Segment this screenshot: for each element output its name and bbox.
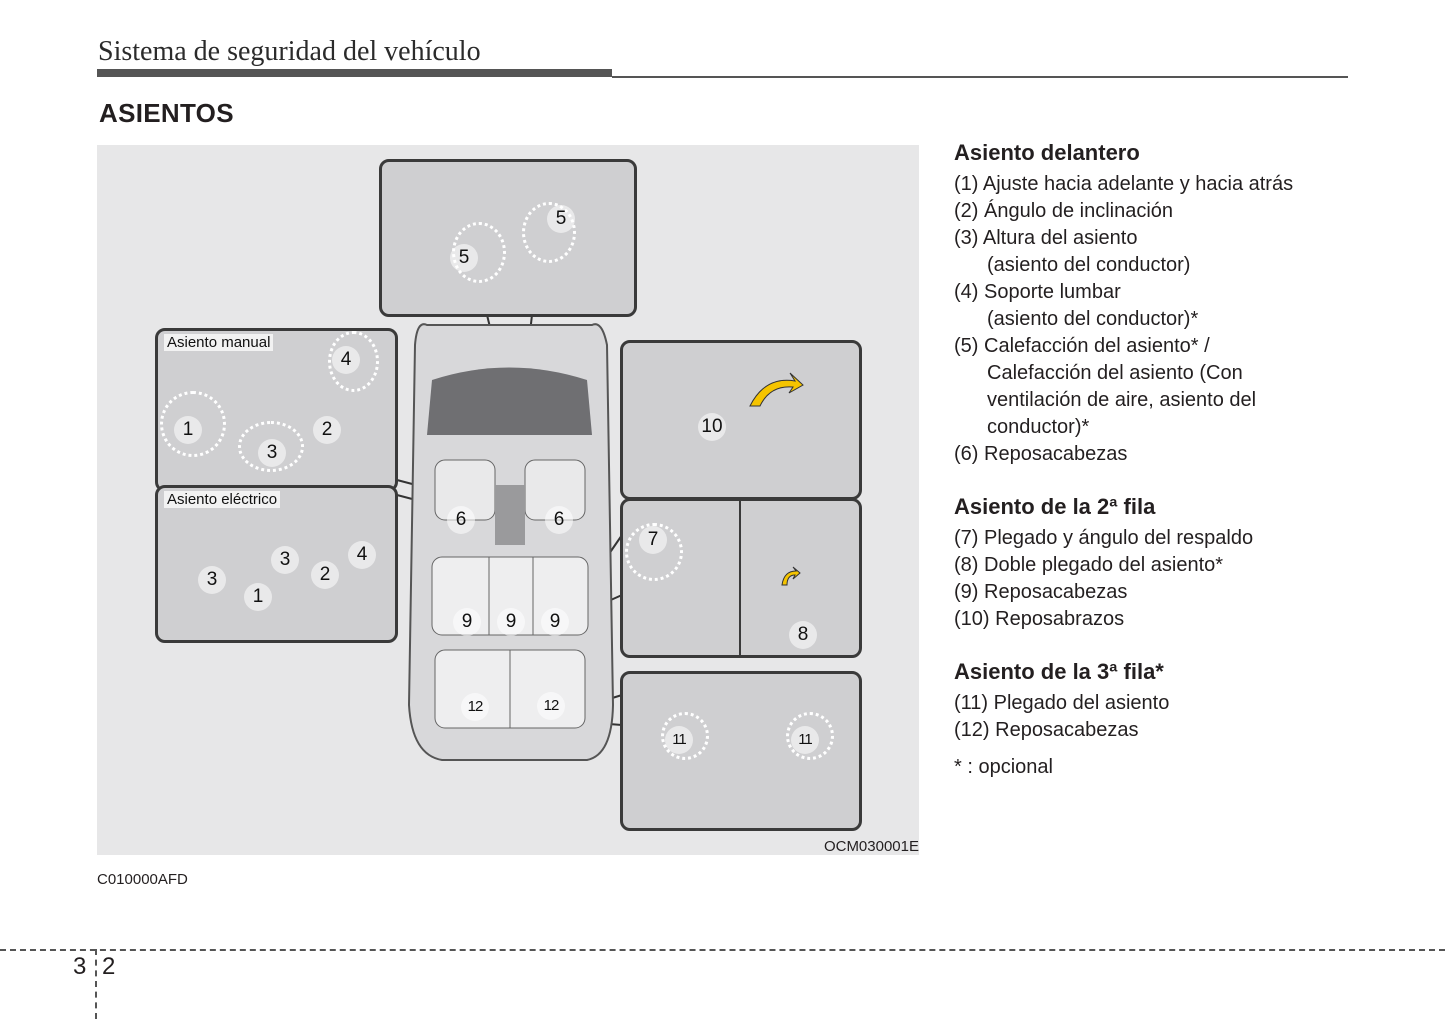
callout-1: 1 [244,583,272,611]
list-item-continuation: (asiento del conductor)* [987,308,1199,330]
third-row-list: (11) Plegado del asiento (12) Reposacabez… [954,691,1334,742]
third-row-title: Asiento de la 3ª fila* [954,659,1164,684]
callout-2: 2 [311,561,339,589]
chapter-title: Sistema de seguridad del vehículo [98,36,481,67]
list-item: (8) Doble plegado del asiento* [954,554,1224,576]
list-item-continuation: Calefacción del asiento (Con [987,362,1243,384]
callout-9: 9 [541,608,569,636]
callout-9: 9 [453,608,481,636]
second-row-list: (7) Plegado y ángulo del respaldo (8) Dob… [954,526,1334,631]
lever-ring [786,712,834,760]
fold-arrow-icon [749,372,804,407]
callout-11: 11 [791,726,819,754]
list-item-continuation: (asiento del conductor) [987,254,1191,276]
heater-switch-ring [522,202,576,263]
power-seat-label: Asiento eléctrico [164,491,281,508]
page-number: 2 [102,953,116,980]
list-item: (11) Plegado del asiento [954,692,1170,714]
callout-3: 3 [271,546,299,574]
callout-6: 6 [447,506,475,534]
callout-6: 6 [545,506,573,534]
figure-code: OCM030001E [823,838,919,855]
adjuster-ring [328,331,379,392]
callout-4: 4 [332,346,360,374]
list-item: (6) Reposacabezas [954,443,1128,465]
third-row-panel: 11 11 [620,671,862,831]
document-code: C010000AFD [97,871,188,888]
adjuster-ring [238,421,304,472]
callout-3: 3 [198,566,226,594]
list-item: (7) Plegado y ángulo del respaldo [954,527,1254,549]
fold-arrow-icon [781,566,801,586]
seat-heater-switch-panel: 5 5 [379,159,637,317]
list-item-continuation: ventilación de aire, asiento del [987,389,1257,411]
callout-9: 9 [497,608,525,636]
second-row-fold-panel: 7 8 [620,498,862,658]
header-rule-thin [612,76,1348,78]
list-item: (2) Ángulo de inclinación [954,200,1174,222]
footnote: * : opcional [954,756,1053,778]
list-item: (4) Soporte lumbar [954,281,1121,303]
second-row-title: Asiento de la 2ª fila [954,494,1156,519]
header-rule-thick [97,69,612,77]
callout-12: 12 [461,693,489,721]
power-seat-panel: Asiento eléctrico 3 1 3 2 4 [155,485,398,643]
front-seat-list: (1) Ajuste hacia adelante y hacia atrás (… [954,172,1334,466]
list-item: (9) Reposacabezas [954,581,1128,603]
list-item: (5) Calefacción del asiento* / [954,335,1210,357]
adjuster-ring [160,391,226,457]
callout-8: 8 [789,621,817,649]
callout-7: 7 [639,526,667,554]
seats-illustration: 5 5 Asiento manual 1 2 3 4 Asiento eléct… [97,145,919,855]
callout-5: 5 [547,205,575,233]
front-seat-title: Asiento delantero [954,140,1140,165]
callout-1: 1 [174,416,202,444]
list-item: (3) Altura del asiento [954,227,1138,249]
manual-seat-panel: Asiento manual 1 2 3 4 [155,328,398,492]
armrest-panel: 10 [620,340,862,500]
list-item: (1) Ajuste hacia adelante y hacia atrás [954,173,1294,195]
callout-5: 5 [450,244,478,272]
panel-divider [739,501,741,655]
seat-legend: Asiento delantero (1) Ajuste hacia adela… [954,140,1334,779]
callout-11: 11 [665,726,693,754]
lever-ring [625,523,683,581]
callout-4: 4 [348,541,376,569]
callout-2: 2 [313,416,341,444]
section-title: ASIENTOS [99,98,234,128]
list-item-continuation: conductor)* [987,416,1090,438]
lever-ring [661,712,709,760]
list-item: (12) Reposacabezas [954,719,1139,741]
callout-3: 3 [258,439,286,467]
footer-dotted-divider [95,949,97,1019]
callout-10: 10 [698,413,726,441]
footer-dotted-rule [0,949,1445,951]
list-item: (10) Reposabrazos [954,608,1125,630]
manual-seat-label: Asiento manual [164,334,274,351]
chapter-number: 3 [73,953,87,980]
callout-12: 12 [537,692,565,720]
